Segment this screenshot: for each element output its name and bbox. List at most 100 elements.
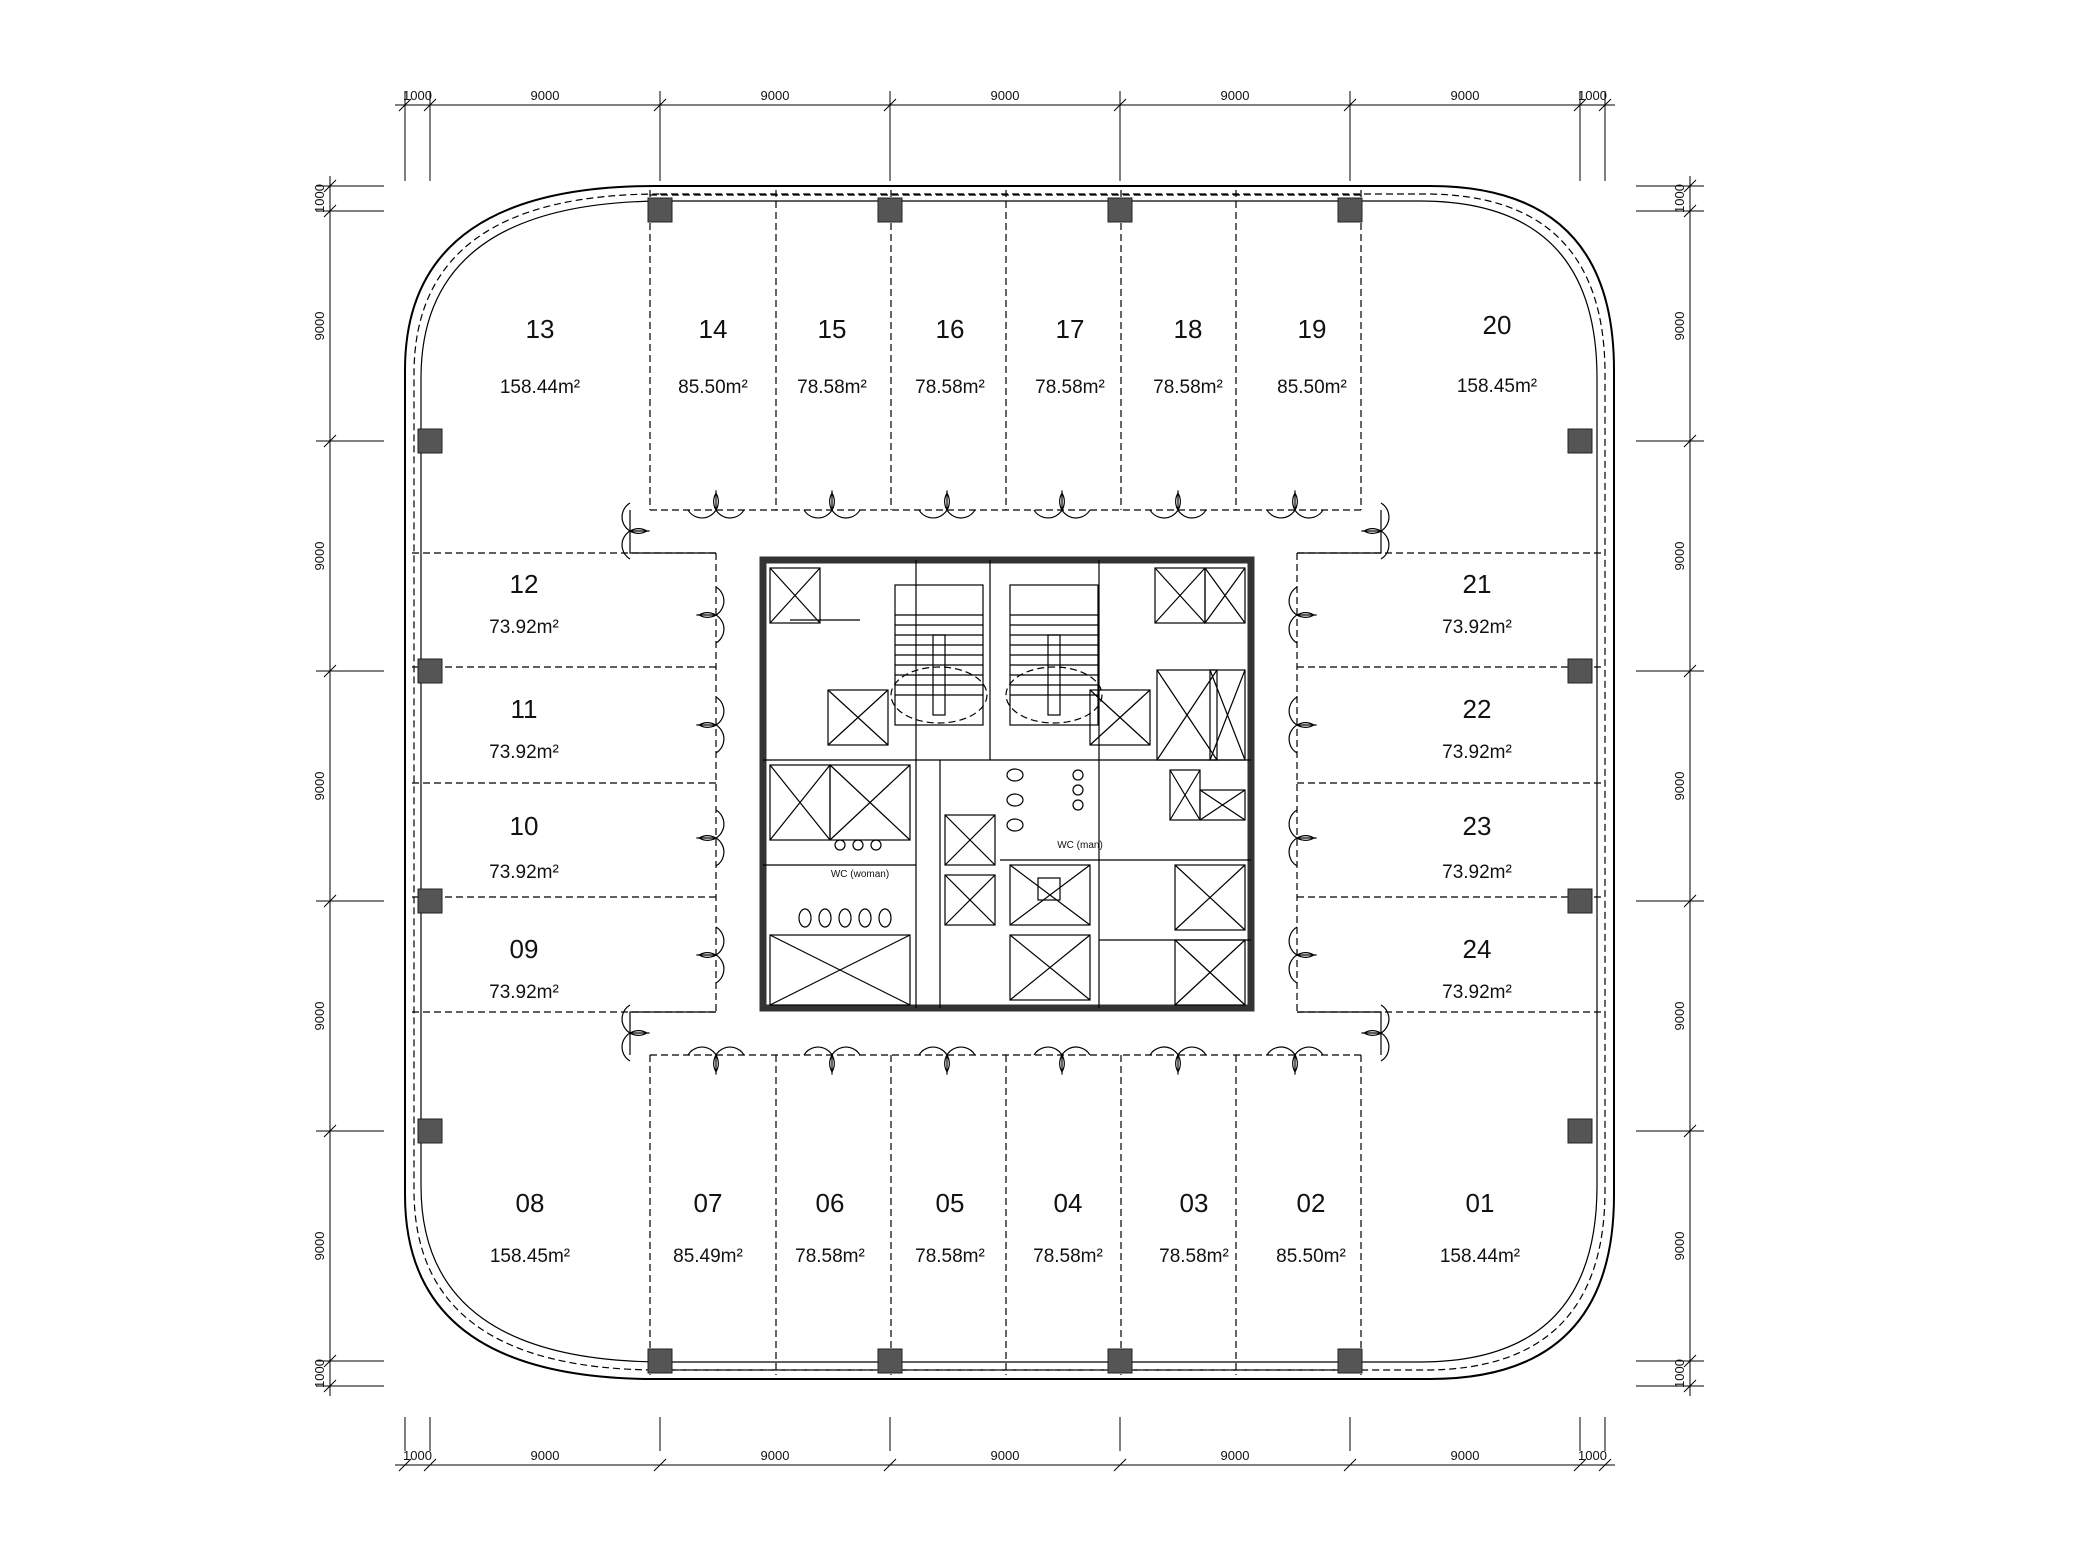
- unit-number-21: 21: [1463, 569, 1492, 599]
- dimension-label-left-0: 1000: [312, 184, 327, 213]
- dimension-label-right-2: 9000: [1672, 542, 1687, 571]
- unit-area-15: 78.58m²: [797, 377, 867, 398]
- dimension-label-top-2: 9000: [761, 88, 790, 103]
- core-room-12: [1009, 864, 1091, 926]
- dimension-label-right-4: 9000: [1672, 1002, 1687, 1031]
- core-room-0: [769, 567, 821, 624]
- unit-number-06: 06: [816, 1188, 845, 1218]
- dimension-label-bottom-5: 9000: [1451, 1448, 1480, 1463]
- dimension-lines: 1000 9000 9000 9000 9000 9000 1000 1000 9000 9000…: [312, 88, 1704, 1472]
- toilet-women-0: [798, 908, 812, 928]
- dimension-label-left-3: 9000: [312, 772, 327, 801]
- column-12: [647, 1348, 673, 1374]
- toilet-women-2: [838, 908, 852, 928]
- unit-number-02: 02: [1297, 1188, 1326, 1218]
- unit-number-05: 05: [936, 1188, 965, 1218]
- toilet-women-1: [818, 908, 832, 928]
- unit-number-19: 19: [1298, 314, 1327, 344]
- core-room-9: [769, 934, 911, 1006]
- unit-number-09: 09: [510, 934, 539, 964]
- core-room-2: [1204, 567, 1246, 624]
- dimension-label-top-6: 1000: [1578, 88, 1607, 103]
- core-room-15: [1174, 939, 1246, 1006]
- dimension-label-bottom-4: 9000: [1221, 1448, 1250, 1463]
- core-room-4: [1089, 689, 1151, 746]
- unit-number-23: 23: [1463, 811, 1492, 841]
- unit-area-03: 78.58m²: [1159, 1246, 1229, 1267]
- unit-number-03: 03: [1180, 1188, 1209, 1218]
- unit-area-02: 85.50m²: [1276, 1246, 1346, 1267]
- core-room-14: [1174, 864, 1246, 931]
- dimension-label-top-5: 9000: [1451, 88, 1480, 103]
- column-14: [1107, 1348, 1133, 1374]
- column-13: [877, 1348, 903, 1374]
- dimension-label-right-3: 9000: [1672, 772, 1687, 801]
- column-5: [1567, 428, 1593, 454]
- dimension-label-top-0: 1000: [403, 88, 432, 103]
- unit-number-18: 18: [1174, 314, 1203, 344]
- core-room-5: [1156, 669, 1218, 761]
- core-room-17: [1199, 789, 1246, 821]
- unit-area-18: 78.58m²: [1153, 377, 1223, 398]
- dimension-label-bottom-1: 9000: [531, 1448, 560, 1463]
- core-outer-wall: [759, 556, 1255, 1012]
- dimension-label-right-6: 1000: [1672, 1359, 1687, 1388]
- unit-partitions: [412, 190, 1605, 1375]
- column-11: [1567, 1118, 1593, 1144]
- unit-area-12: 73.92m²: [489, 617, 559, 638]
- dimension-label-left-2: 9000: [312, 542, 327, 571]
- unit-number-11: 11: [511, 694, 538, 724]
- column-3: [1337, 197, 1363, 223]
- unit-area-24: 73.92m²: [1442, 982, 1512, 1003]
- dimension-label-right-1: 9000: [1672, 312, 1687, 341]
- dimension-label-right-5: 9000: [1672, 1232, 1687, 1261]
- unit-number-01: 01: [1466, 1188, 1495, 1218]
- dimension-label-bottom-0: 1000: [403, 1448, 432, 1463]
- dimension-label-left-6: 1000: [312, 1359, 327, 1388]
- unit-number-15: 15: [818, 314, 847, 344]
- dimension-label-bottom-6: 1000: [1578, 1448, 1607, 1463]
- dimension-label-bottom-3: 9000: [991, 1448, 1020, 1463]
- dimension-label-left-1: 9000: [312, 312, 327, 341]
- unit-area-13: 158.44m²: [500, 377, 580, 398]
- dimension-label-top-1: 9000: [531, 88, 560, 103]
- unit-number-08: 08: [516, 1188, 545, 1218]
- column-7: [1567, 658, 1593, 684]
- unit-area-21: 73.92m²: [1442, 617, 1512, 638]
- unit-number-24: 24: [1463, 934, 1492, 964]
- dimension-label-left-5: 9000: [312, 1232, 327, 1261]
- unit-area-17: 78.58m²: [1035, 377, 1105, 398]
- unit-area-06: 78.58m²: [795, 1246, 865, 1267]
- dimension-label-left-4: 9000: [312, 1002, 327, 1031]
- column-4: [417, 428, 443, 454]
- unit-area-16: 78.58m²: [915, 377, 985, 398]
- unit-area-09: 73.92m²: [489, 982, 559, 1003]
- building-core: WC (woman)WC (man): [759, 556, 1255, 1012]
- column-8: [417, 888, 443, 914]
- unit-area-01: 158.44m²: [1440, 1246, 1520, 1267]
- unit-area-04: 78.58m²: [1033, 1246, 1103, 1267]
- unit-number-22: 22: [1463, 694, 1492, 724]
- unit-number-20: 20: [1483, 310, 1512, 340]
- unit-number-04: 04: [1054, 1188, 1083, 1218]
- core-room-3: [827, 689, 889, 746]
- unit-area-14: 85.50m²: [678, 377, 748, 398]
- unit-area-10: 73.92m²: [489, 862, 559, 883]
- unit-area-19: 85.50m²: [1277, 377, 1347, 398]
- unit-area-23: 73.92m²: [1442, 862, 1512, 883]
- unit-number-10: 10: [510, 811, 539, 841]
- wc-women-label: WC (woman): [831, 869, 889, 880]
- unit-number-17: 17: [1056, 314, 1085, 344]
- column-1: [877, 197, 903, 223]
- dimension-label-bottom-2: 9000: [761, 1448, 790, 1463]
- column-9: [1567, 888, 1593, 914]
- unit-number-07: 07: [694, 1188, 723, 1218]
- dimension-label-top-4: 9000: [1221, 88, 1250, 103]
- core-room-10: [944, 814, 996, 866]
- unit-area-22: 73.92m²: [1442, 742, 1512, 763]
- accessible-toilet-icon: [1037, 877, 1061, 901]
- unit-area-07: 85.49m²: [673, 1246, 743, 1267]
- unit-number-12: 12: [510, 569, 539, 599]
- core-room-11: [944, 874, 996, 926]
